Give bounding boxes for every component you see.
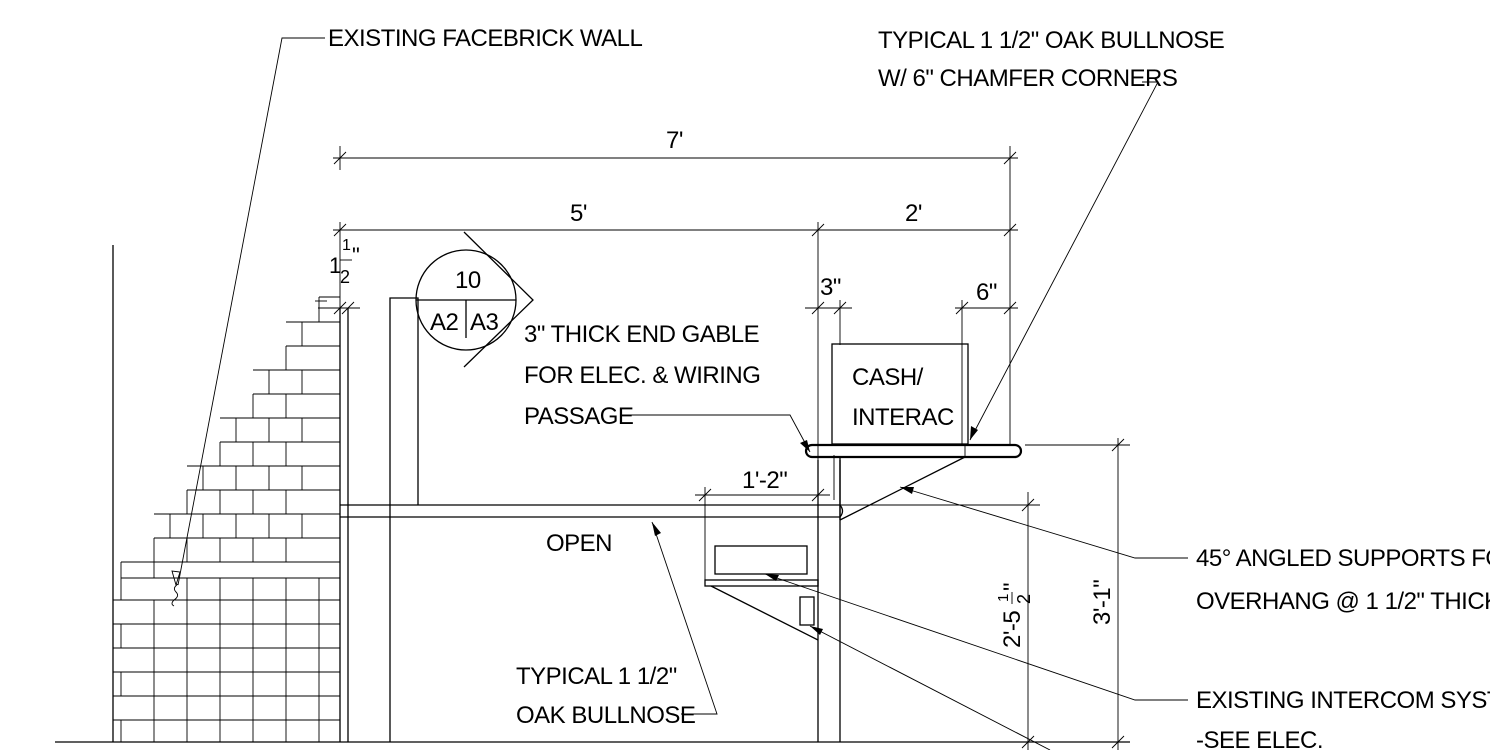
label-angled-supports-1: 45° ANGLED SUPPORTS FOR	[1196, 545, 1490, 572]
svg-text:1: 1	[342, 237, 351, 254]
dim-counter-height: 3'-1"	[1089, 580, 1116, 625]
label-end-gable-1: 3" THICK END GABLE	[524, 321, 759, 348]
dim-overall: 7'	[666, 127, 683, 154]
label-interac: INTERAC	[852, 404, 954, 431]
dim-shelf-height: 2'-5 1 2 "	[995, 583, 1034, 648]
dim-right: 2'	[905, 200, 922, 227]
break-symbol	[171, 583, 179, 607]
lower-shelf	[704, 545, 819, 641]
dim-gable: 3"	[820, 274, 841, 301]
section-sheet-right: A3	[470, 309, 499, 336]
cash-interac-box	[831, 343, 969, 445]
label-oak-bullnose-chamfer-1: TYPICAL 1 1/2" OAK BULLNOSE	[878, 27, 1224, 54]
section-number: 10	[455, 267, 481, 294]
dimension-lines	[315, 146, 1130, 750]
svg-text:": "	[352, 243, 360, 268]
dim-shelf: 1'-2"	[742, 467, 787, 494]
label-end-gable-2: FOR ELEC. & WIRING	[524, 362, 760, 389]
label-oak-bullnose-chamfer-2: W/ 6" CHAMFER CORNERS	[878, 65, 1177, 92]
svg-text:2: 2	[340, 267, 350, 287]
label-angled-supports-2: OVERHANG @ 1 1/2" THICK	[1196, 588, 1490, 615]
dim-chamfer: 6"	[976, 279, 997, 306]
dim-left: 5'	[570, 200, 587, 227]
label-existing-facebrick-wall: EXISTING FACEBRICK WALL	[328, 25, 643, 52]
label-oak-bullnose-1: TYPICAL 1 1/2"	[516, 663, 677, 690]
label-end-gable-3: PASSAGE	[524, 403, 633, 430]
facebrick-wall	[112, 245, 340, 742]
section-marker	[415, 231, 534, 368]
svg-text:": "	[999, 583, 1026, 591]
label-cash: CASH/	[852, 364, 924, 391]
label-intercom-1: EXISTING INTERCOM SYSTEM	[1196, 687, 1490, 714]
counter-top	[804, 443, 1023, 521]
label-intercom-2: -SEE ELEC.	[1196, 727, 1323, 750]
svg-text:1: 1	[995, 594, 1012, 602]
leader-lines	[171, 37, 1188, 750]
main-bullnose	[340, 504, 844, 518]
svg-text:2'-5: 2'-5	[999, 611, 1026, 648]
section-sheet-left: A2	[430, 309, 459, 336]
label-oak-bullnose-2: OAK BULLNOSE	[516, 702, 695, 729]
svg-text:1: 1	[329, 253, 341, 278]
svg-text:2: 2	[1014, 594, 1034, 604]
dim-top-gap: 1 1 2 "	[329, 237, 360, 287]
label-open: OPEN	[546, 530, 612, 557]
